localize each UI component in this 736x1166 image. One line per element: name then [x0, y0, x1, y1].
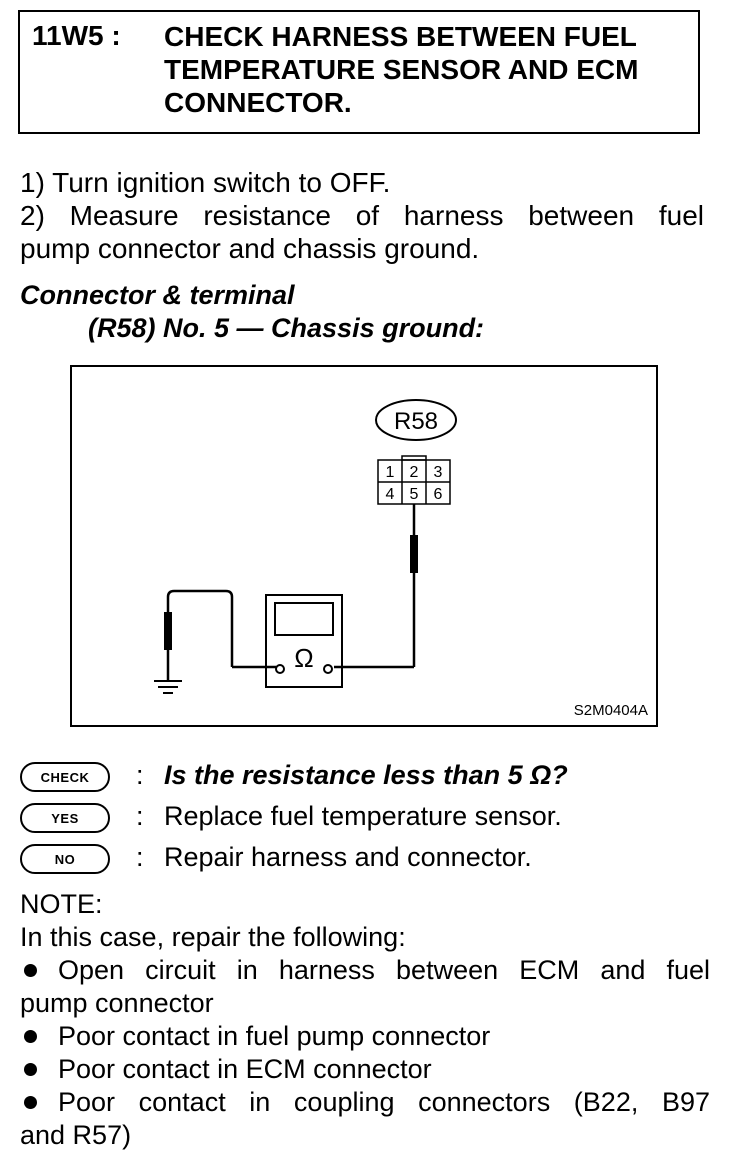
- pin-5: 5: [410, 486, 419, 503]
- note-intro: In this case, repair the following:: [20, 922, 406, 952]
- ohm-symbol: Ω: [294, 643, 313, 673]
- pin-6: 6: [434, 486, 443, 503]
- yes-badge: YES: [20, 803, 110, 833]
- note-item-text: Open circuit in harness between ECM and …: [58, 955, 710, 985]
- pin-1: 1: [386, 464, 395, 481]
- check-colon: :: [136, 760, 144, 790]
- bullet-icon: [24, 1096, 37, 1109]
- bullet-icon: [24, 964, 37, 977]
- connector-name: R58: [394, 408, 438, 435]
- note-heading: NOTE:: [20, 889, 103, 919]
- step-1: 1) Turn ignition switch to OFF.: [20, 167, 391, 198]
- note-item-text: Poor contact in ECM connector: [58, 1054, 432, 1084]
- pin-3: 3: [434, 464, 443, 481]
- probe-lead-left: [164, 589, 276, 680]
- yes-colon: :: [136, 801, 144, 831]
- note-item: Open circuit in harness between ECM and …: [20, 954, 710, 1020]
- wiring-diagram: R58 1 2 3 4 5 6 Ω: [70, 365, 658, 727]
- note-item: Poor contact in ECM connector: [20, 1053, 710, 1086]
- no-colon: :: [136, 842, 144, 872]
- note-item-text: Poor contact in fuel pump connector: [58, 1021, 491, 1051]
- step-2-continued: pump connector and chassis ground.: [20, 233, 480, 264]
- diagram-drawing: R58 1 2 3 4 5 6 Ω: [154, 399, 457, 694]
- bullet-icon: [24, 1030, 37, 1043]
- note-section: NOTE: In this case, repair the following…: [20, 888, 710, 1152]
- step-title: CHECK HARNESS BETWEEN FUEL TEMPERATURE S…: [164, 21, 639, 118]
- check-question: Is the resistance less than 5 Ω?: [164, 760, 568, 790]
- connector-terminal-detail: (R58) No. 5 — Chassis ground:: [88, 313, 485, 343]
- chassis-ground-symbol: [154, 680, 182, 694]
- bullet-icon: [24, 1063, 37, 1076]
- step-2: 2) Measure resistance of harness between…: [20, 200, 704, 231]
- ohmmeter: [265, 594, 343, 688]
- note-item-text: Poor contact in coupling connectors (B22…: [58, 1087, 710, 1117]
- no-badge: NO: [20, 844, 110, 874]
- step-header: 11W5 : CHECK HARNESS BETWEEN FUEL TEMPER…: [18, 10, 700, 134]
- step-id: 11W5 :: [32, 20, 121, 51]
- no-action: Repair harness and connector.: [164, 842, 532, 872]
- note-item: Poor contact in fuel pump connector: [20, 1020, 710, 1053]
- note-item-text-continued: pump connector: [20, 988, 214, 1018]
- pin-4: 4: [386, 486, 395, 503]
- yes-action: Replace fuel temperature sensor.: [164, 801, 562, 831]
- note-item-text-continued: and R57): [20, 1120, 132, 1150]
- connector-label-ellipse: [375, 399, 457, 441]
- figure-code: S2M0404A: [573, 702, 648, 719]
- procedure-steps: 1) Turn ignition switch to OFF. 2) Measu…: [20, 166, 704, 265]
- pin-2: 2: [410, 464, 419, 481]
- check-badge: CHECK: [20, 762, 110, 792]
- note-item: Poor contact in coupling connectors (B22…: [20, 1086, 710, 1152]
- probe-lead-right: [334, 504, 418, 669]
- connector-terminal-label: Connector & terminal: [20, 280, 295, 310]
